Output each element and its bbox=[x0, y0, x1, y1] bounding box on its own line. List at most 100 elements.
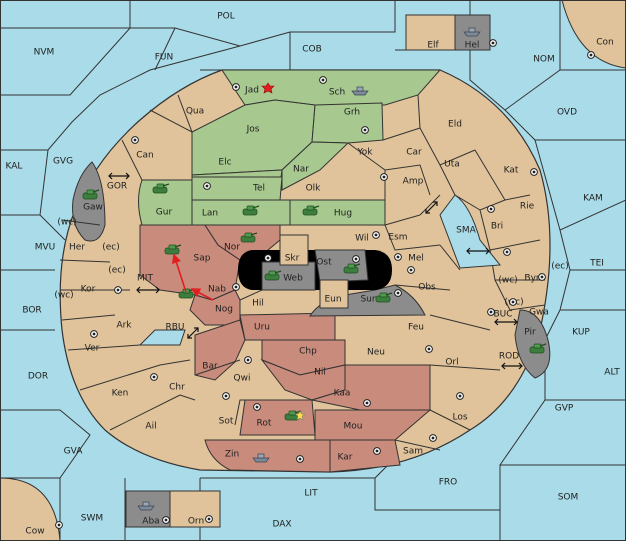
label-wc1: (wc) bbox=[57, 218, 76, 228]
label-can: Can bbox=[136, 151, 154, 161]
label-gva: GVA bbox=[64, 447, 84, 457]
label-lan: Lan bbox=[202, 209, 218, 219]
land-nog[interactable] bbox=[189, 289, 241, 326]
label-dor: DOR bbox=[28, 372, 48, 382]
supply-center-icon bbox=[222, 392, 230, 400]
passage-markers bbox=[108, 172, 523, 370]
label-gur: Gur bbox=[156, 208, 173, 218]
land-labels: Jad Sch Qua Jos Grh Can Elc Nar Yok Car … bbox=[54, 41, 568, 527]
label-bri: Bri bbox=[491, 222, 503, 232]
label-tel: Tel bbox=[252, 184, 265, 194]
supply-center-icon bbox=[352, 255, 360, 263]
lake-sma bbox=[439, 194, 501, 269]
label-alt: ALT bbox=[604, 368, 620, 378]
supply-center-icon bbox=[232, 283, 240, 291]
supply-center-icon bbox=[394, 289, 402, 297]
label-los: Los bbox=[452, 413, 467, 423]
attack-marker-icon bbox=[261, 82, 275, 94]
supply-center-icon bbox=[407, 266, 415, 274]
label-orl: Orl bbox=[445, 358, 458, 368]
label-kor: Kor bbox=[81, 285, 96, 295]
label-buc: BUC bbox=[493, 310, 512, 320]
supply-center-icon bbox=[131, 136, 139, 144]
label-orn: Orn bbox=[188, 517, 204, 527]
label-sap: Sap bbox=[194, 254, 211, 264]
label-sma: SMA bbox=[456, 226, 476, 236]
label-sam: Sam bbox=[403, 447, 423, 457]
land-elf[interactable] bbox=[405, 14, 456, 51]
label-nab: Nab bbox=[208, 285, 226, 295]
label-gor: GOR bbox=[107, 182, 127, 192]
supply-center-icon bbox=[90, 330, 98, 338]
land-gaw[interactable] bbox=[72, 161, 106, 242]
supply-center-icon bbox=[456, 392, 464, 400]
land-kar[interactable] bbox=[329, 439, 401, 473]
label-hel: Hel bbox=[465, 41, 480, 51]
land-zin[interactable] bbox=[204, 439, 331, 473]
label-chr: Chr bbox=[169, 383, 185, 393]
label-hil: Hil bbox=[252, 299, 264, 309]
supply-center-icon bbox=[319, 76, 327, 84]
label-byn: Byn bbox=[524, 274, 541, 284]
label-her: Her bbox=[69, 243, 85, 253]
label-nog: Nog bbox=[215, 305, 233, 315]
supply-center-icon bbox=[394, 253, 402, 261]
label-chp: Chp bbox=[299, 347, 317, 357]
label-cow: Cow bbox=[25, 527, 44, 537]
label-yok: Yok bbox=[356, 148, 373, 158]
label-sot: Sot bbox=[219, 417, 234, 427]
label-hug: Hug bbox=[334, 209, 352, 219]
supply-center-icon bbox=[253, 403, 261, 411]
label-ec3: (ec) bbox=[551, 262, 569, 272]
label-grh: Grh bbox=[344, 108, 360, 118]
label-ken: Ken bbox=[112, 389, 129, 399]
label-gaw: Gaw bbox=[83, 203, 103, 213]
label-kal: KAL bbox=[6, 162, 23, 172]
label-gvp: GVP bbox=[555, 404, 574, 414]
label-obs: Obs bbox=[418, 283, 436, 293]
order-arrows bbox=[171, 253, 214, 301]
land-nar[interactable] bbox=[281, 141, 350, 191]
label-kup: KUP bbox=[572, 328, 590, 338]
land-borders bbox=[59, 69, 546, 451]
label-bar: Bar bbox=[202, 362, 218, 372]
label-pol: POL bbox=[217, 12, 235, 22]
label-ovd: OVD bbox=[557, 108, 577, 118]
sea-labels: POL NVM FUN COB NOM OVD KAM TEI KUP ALT … bbox=[6, 12, 621, 537]
label-jos: Jos bbox=[246, 125, 260, 135]
label-nom: NOM bbox=[533, 55, 555, 65]
label-mou: Mou bbox=[344, 422, 363, 432]
label-nor: Nor bbox=[224, 243, 240, 253]
land-eun[interactable] bbox=[319, 279, 349, 309]
label-mel: Mel bbox=[408, 254, 424, 264]
supply-center-icon bbox=[203, 182, 211, 190]
label-elc: Elc bbox=[218, 158, 231, 168]
label-con: Con bbox=[596, 38, 614, 48]
land-skr[interactable] bbox=[279, 234, 309, 266]
supply-center-icon bbox=[372, 231, 380, 239]
land-pir[interactable] bbox=[514, 309, 551, 379]
supply-center-icon bbox=[264, 254, 272, 262]
label-rbu: RBU bbox=[165, 323, 184, 333]
label-nar: Nar bbox=[293, 165, 309, 175]
supply-center-icon bbox=[114, 286, 122, 294]
label-nil: Nil bbox=[314, 368, 326, 378]
label-ec1: (ec) bbox=[102, 243, 120, 253]
supply-center-icon bbox=[361, 126, 369, 134]
label-kam: KAM bbox=[583, 194, 603, 204]
label-dax: DAX bbox=[272, 520, 291, 530]
supply-center-icon bbox=[244, 356, 252, 364]
label-ail: Ail bbox=[145, 422, 156, 432]
label-wc2: (wc) bbox=[498, 276, 517, 286]
label-uta: Uta bbox=[444, 160, 460, 170]
supply-center-icon bbox=[487, 308, 495, 316]
supply-center-icon bbox=[380, 173, 388, 181]
label-lit: LIT bbox=[304, 489, 318, 499]
label-rie: Rie bbox=[520, 202, 535, 212]
label-fun: FUN bbox=[155, 53, 174, 63]
land-rot[interactable] bbox=[239, 399, 316, 436]
label-sch: Sch bbox=[329, 88, 345, 98]
label-pir: Pir bbox=[524, 328, 536, 338]
